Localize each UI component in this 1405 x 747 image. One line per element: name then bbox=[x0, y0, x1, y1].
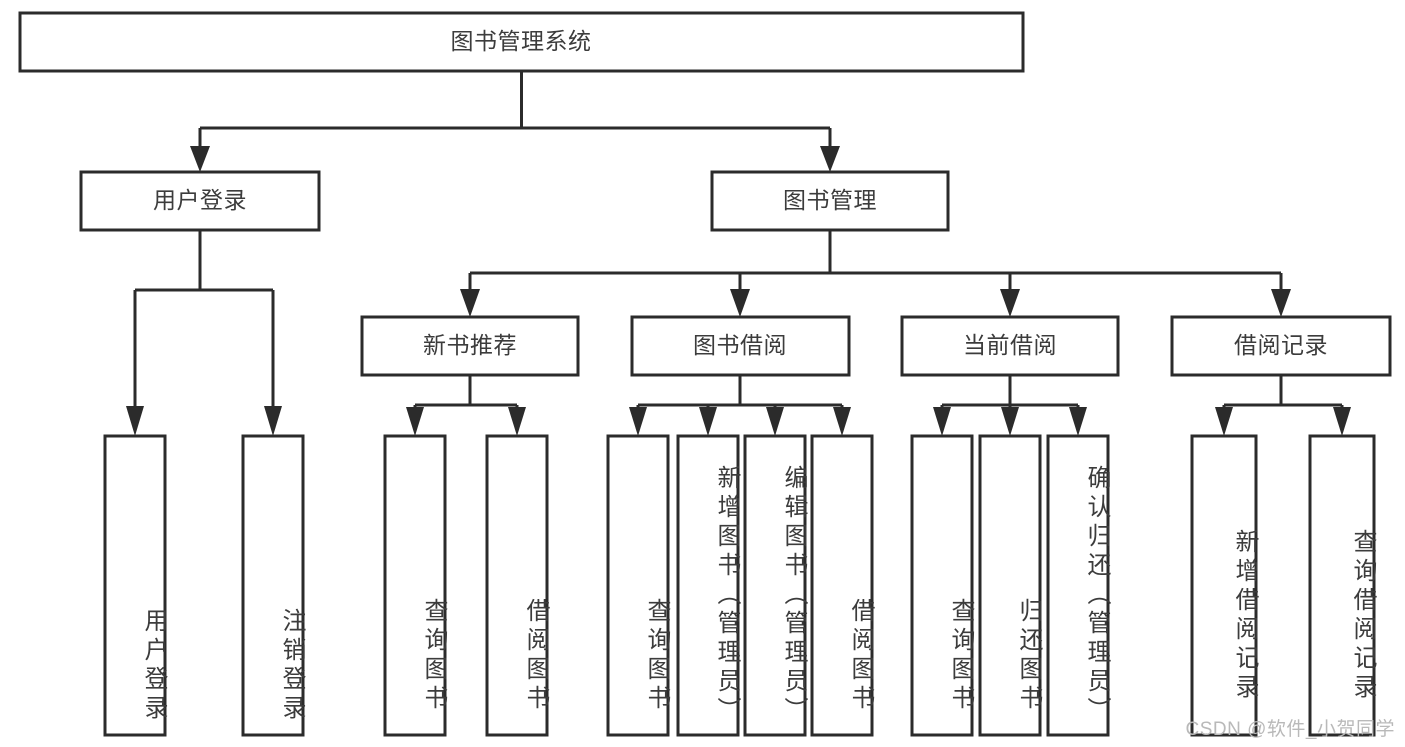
leaf-box-confirm-return[interactable] bbox=[1046, 434, 1110, 737]
arrow-head-icon-leaf-return-book bbox=[1001, 407, 1019, 436]
leaf-box-query-borrow-record[interactable] bbox=[1308, 434, 1376, 737]
connector-group-root bbox=[190, 71, 840, 172]
arrow-head-icon-leaf-query-book-current bbox=[933, 407, 951, 436]
node-current-borrow-label: 当前借阅 bbox=[963, 332, 1057, 358]
node-user-login-box[interactable] bbox=[79, 170, 321, 232]
arrow-head-icon-book-management bbox=[820, 146, 840, 172]
node-borrow-record-label: 借阅记录 bbox=[1234, 332, 1328, 358]
arrow-head-icon-leaf-borrow-book-recommend bbox=[508, 407, 526, 436]
node-borrow-record-box[interactable] bbox=[1170, 315, 1392, 377]
leaf-box-query-book-current[interactable] bbox=[910, 434, 974, 737]
node-current-borrow-box[interactable] bbox=[900, 315, 1120, 377]
leaf-box-group bbox=[103, 434, 1376, 737]
arrow-head-icon-borrow-record bbox=[1271, 289, 1291, 317]
leaf-box-add-book[interactable] bbox=[676, 434, 740, 737]
node-root-label: 图书管理系统 bbox=[451, 28, 592, 54]
leaf-box-borrow-book[interactable] bbox=[810, 434, 874, 737]
leaf-box-query-book-borrow[interactable] bbox=[606, 434, 670, 737]
arrow-head-icon-leaf-add-borrow-record bbox=[1215, 407, 1233, 436]
node-root[interactable]: 图书管理系统 bbox=[18, 11, 1025, 73]
arrow-head-icon-leaf-edit-book bbox=[766, 407, 784, 436]
leaf-box-edit-book[interactable] bbox=[743, 434, 807, 737]
node-user-login-label: 用户登录 bbox=[153, 187, 247, 213]
arrow-head-icon-leaf-query-book-borrow bbox=[629, 407, 647, 436]
node-new-book-recommend-label: 新书推荐 bbox=[423, 332, 517, 358]
arrow-head-icon-current-borrow bbox=[1000, 289, 1020, 317]
arrow-head-icon-leaf-add-book bbox=[699, 407, 717, 436]
node-new-book-recommend-box[interactable] bbox=[360, 315, 580, 377]
connector-group-user-login bbox=[126, 230, 282, 436]
node-current-borrow[interactable]: 当前借阅 bbox=[900, 315, 1120, 377]
leaf-box-return-book[interactable] bbox=[978, 434, 1042, 737]
leaf-box-logout[interactable] bbox=[241, 434, 305, 737]
arrow-head-icon-leaf-logout bbox=[264, 406, 282, 436]
arrow-head-icon-user-login bbox=[190, 146, 210, 172]
csdn-watermark: CSDN @软件_小贺同学 bbox=[1185, 719, 1395, 740]
node-book-borrow-box[interactable] bbox=[630, 315, 851, 377]
arrow-head-icon-leaf-confirm-return bbox=[1069, 407, 1087, 436]
connector-group-book-management bbox=[460, 230, 1291, 317]
arrow-head-icon-leaf-borrow-book bbox=[833, 407, 851, 436]
node-book-management-box[interactable] bbox=[710, 170, 950, 232]
node-new-book-recommend[interactable]: 新书推荐 bbox=[360, 315, 580, 377]
node-book-management-label: 图书管理 bbox=[783, 187, 877, 213]
leaf-box-query-book-recommend[interactable] bbox=[383, 434, 447, 737]
arrow-head-icon-leaf-user-login bbox=[126, 406, 144, 436]
arrow-head-icon-book-borrow bbox=[730, 289, 750, 317]
leaf-box-add-borrow-record[interactable] bbox=[1190, 434, 1258, 737]
connector-group-new-book-recommend bbox=[406, 375, 526, 436]
arrow-head-icon-leaf-query-book-recommend bbox=[406, 407, 424, 436]
node-book-borrow[interactable]: 图书借阅 bbox=[630, 315, 851, 377]
node-borrow-record[interactable]: 借阅记录 bbox=[1170, 315, 1392, 377]
node-user-login[interactable]: 用户登录 bbox=[79, 170, 321, 232]
node-root-box[interactable] bbox=[18, 11, 1025, 73]
connector-group-borrow-record bbox=[1215, 375, 1351, 436]
connector-group-current-borrow bbox=[933, 375, 1087, 436]
connector-group-book-borrow bbox=[629, 375, 851, 436]
leaf-box-borrow-book-recommend[interactable] bbox=[485, 434, 549, 737]
node-book-management[interactable]: 图书管理 bbox=[710, 170, 950, 232]
arrow-head-icon-leaf-query-borrow-record bbox=[1333, 407, 1351, 436]
leaf-box-user-login[interactable] bbox=[103, 434, 167, 737]
node-book-borrow-label: 图书借阅 bbox=[693, 332, 787, 358]
arrow-head-icon-new-book-recommend bbox=[460, 289, 480, 317]
